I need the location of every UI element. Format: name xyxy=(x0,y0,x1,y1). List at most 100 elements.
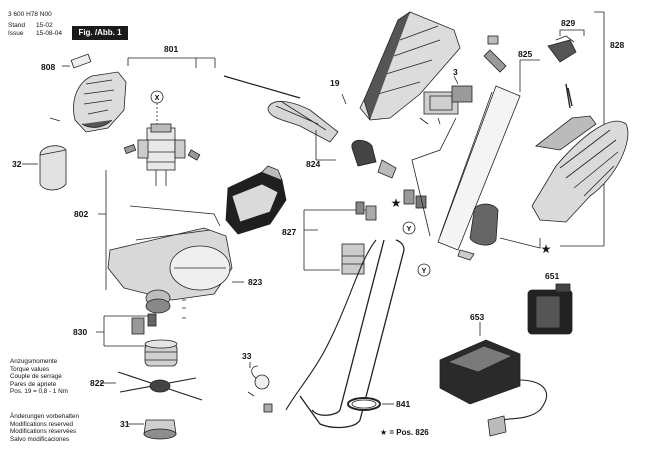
spring-829 xyxy=(565,83,573,109)
label-802: 802 xyxy=(74,209,88,219)
torque-line-pos: Pos. 19 = 0,8 - 1 Nm xyxy=(10,388,68,396)
shaft-edge xyxy=(439,91,493,237)
clip-827b xyxy=(365,205,377,221)
part-829a xyxy=(487,35,499,45)
handle-sleeve xyxy=(351,139,377,167)
label-828: 828 xyxy=(610,40,624,50)
key-part xyxy=(147,313,157,327)
bracket-802 xyxy=(98,170,107,290)
modifications-note: Änderungen vorbehalten Modifications res… xyxy=(10,413,79,443)
label-822: 822 xyxy=(90,378,104,388)
label-19: 19 xyxy=(330,78,340,88)
issue-value: 15-08-04 xyxy=(36,30,63,37)
stand-value: 15-02 xyxy=(36,22,53,29)
rear-handle-828 xyxy=(531,115,629,223)
label-653: 653 xyxy=(470,312,484,322)
bracket-star xyxy=(499,237,541,249)
star-position-note: ★ = Pos. 826 xyxy=(380,428,429,437)
bracket-825 xyxy=(519,59,540,92)
label-651: 651 xyxy=(545,271,559,281)
star-marker-right: ★ xyxy=(542,244,550,254)
label-829: 829 xyxy=(561,18,575,28)
issue-label: Issue xyxy=(8,30,24,37)
part-32-cap xyxy=(39,145,67,191)
torque-line-de: Anzugsmomente xyxy=(10,358,58,365)
small-clip xyxy=(457,249,475,261)
label-3: 3 xyxy=(453,67,458,77)
latch-827 xyxy=(341,243,365,275)
torque-line-es: Pares de apriete xyxy=(10,380,57,388)
handle-grip-824 xyxy=(267,101,339,143)
marker-y-bottom-label: Y xyxy=(422,268,427,275)
grip-sleeve xyxy=(469,203,499,246)
mod-line-es: Salvo modificaciones xyxy=(10,435,70,443)
clip-827a xyxy=(355,201,365,215)
spool-bottom xyxy=(145,298,171,314)
shaft-cable xyxy=(411,117,457,237)
battery-651 xyxy=(527,283,573,335)
upper-shaft-825 xyxy=(437,85,521,251)
marker-x-label: X xyxy=(155,95,160,102)
stand-label: Stand xyxy=(8,22,25,29)
label-825: 825 xyxy=(518,49,532,59)
label-32: 32 xyxy=(12,159,22,169)
mod-line-fr: Modifications réservées xyxy=(10,428,77,436)
guard-823 xyxy=(107,205,233,301)
label-824: 824 xyxy=(306,159,320,169)
line-spool xyxy=(149,379,171,393)
screw-19 xyxy=(341,93,347,105)
lower-shaft-inner xyxy=(311,239,385,416)
clip-right xyxy=(187,149,201,161)
ring-841-inner xyxy=(351,399,377,409)
label-823: 823 xyxy=(248,277,262,287)
part-31-cap xyxy=(143,419,177,440)
part-829c xyxy=(547,39,577,63)
torque-line-fr: Couple de serrage xyxy=(10,373,62,381)
lower-shaft xyxy=(299,239,405,429)
part-829d xyxy=(555,35,575,43)
figure-label: Fig. /Abb. 1 xyxy=(72,26,128,40)
label-841: 841 xyxy=(396,399,410,409)
star-part-b xyxy=(415,195,427,209)
handle-nut xyxy=(377,159,397,179)
left-housing-half xyxy=(73,71,127,133)
bracket-827 xyxy=(303,209,376,271)
label-808: 808 xyxy=(41,62,55,72)
leader-3 xyxy=(453,75,459,85)
label-31: 31 xyxy=(120,419,130,429)
label-33: 33 xyxy=(242,351,252,361)
label-827: 827 xyxy=(282,227,296,237)
label-801: 801 xyxy=(164,44,178,54)
clip-left xyxy=(123,143,137,155)
bracket-829 xyxy=(559,29,585,36)
spool-housing xyxy=(144,339,178,367)
main-handle-housing xyxy=(359,11,461,121)
part-829b xyxy=(483,49,507,73)
document-number: 3 600 H78 N00 xyxy=(8,11,52,18)
mod-line-en: Modifications reserved xyxy=(10,420,73,428)
part-808-clip xyxy=(70,53,92,69)
marker-y-top-label: Y xyxy=(407,226,412,233)
switch-3 xyxy=(419,85,473,125)
cable-rod xyxy=(223,75,301,99)
charger-653 xyxy=(439,339,547,437)
star-part-a xyxy=(403,189,415,205)
mod-line-de: Änderungen vorbehalten xyxy=(10,413,79,420)
label-830: 830 xyxy=(73,327,87,337)
bracket-801 xyxy=(127,57,216,68)
torque-line-en: Torque values xyxy=(10,365,50,373)
screw-left xyxy=(49,117,61,122)
torque-note: Anzugsmomente Torque values Couple de se… xyxy=(10,358,68,396)
screws-830 xyxy=(182,299,186,319)
spring-part xyxy=(131,317,145,335)
part-33 xyxy=(247,365,273,413)
marker-y-bottom-circle xyxy=(417,263,431,277)
bracket-830 xyxy=(96,315,150,347)
cable-lower xyxy=(285,239,377,411)
marker-y-top-circle xyxy=(402,221,416,235)
right-housing-half xyxy=(225,165,287,235)
motor-assembly xyxy=(137,123,186,186)
star-marker-left: ★ xyxy=(392,198,400,208)
